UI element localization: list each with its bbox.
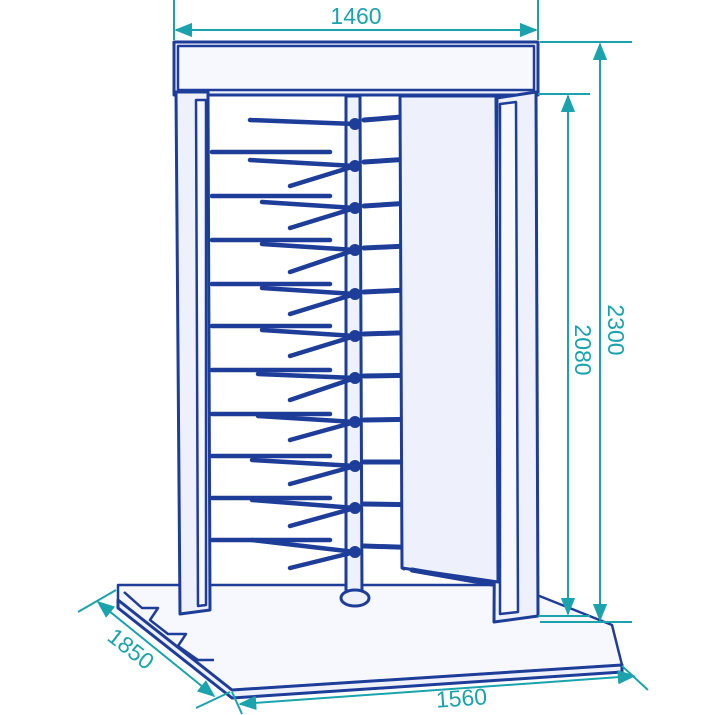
- left-post: [174, 90, 212, 616]
- base-width-label: 1560: [435, 683, 488, 713]
- top-beam: [172, 40, 540, 97]
- total-height-label: 2300: [603, 304, 629, 355]
- dimension-passage-height: [538, 93, 590, 617]
- rotor-arms: [247, 117, 358, 571]
- dimension-total-height: [540, 41, 632, 623]
- dimension-top-width: [173, 0, 539, 40]
- dimension-base-width: [231, 665, 649, 715]
- top-width-label: 1460: [330, 3, 381, 29]
- right-post: [492, 90, 540, 624]
- fence-grid-panel: [361, 94, 500, 587]
- passage-height-label: 2080: [570, 324, 596, 375]
- fixed-barrier-arms: [209, 149, 333, 543]
- rotor-hubs: [349, 118, 361, 558]
- rotor-shaft: [339, 94, 371, 608]
- dimension-base-depth: [77, 589, 231, 709]
